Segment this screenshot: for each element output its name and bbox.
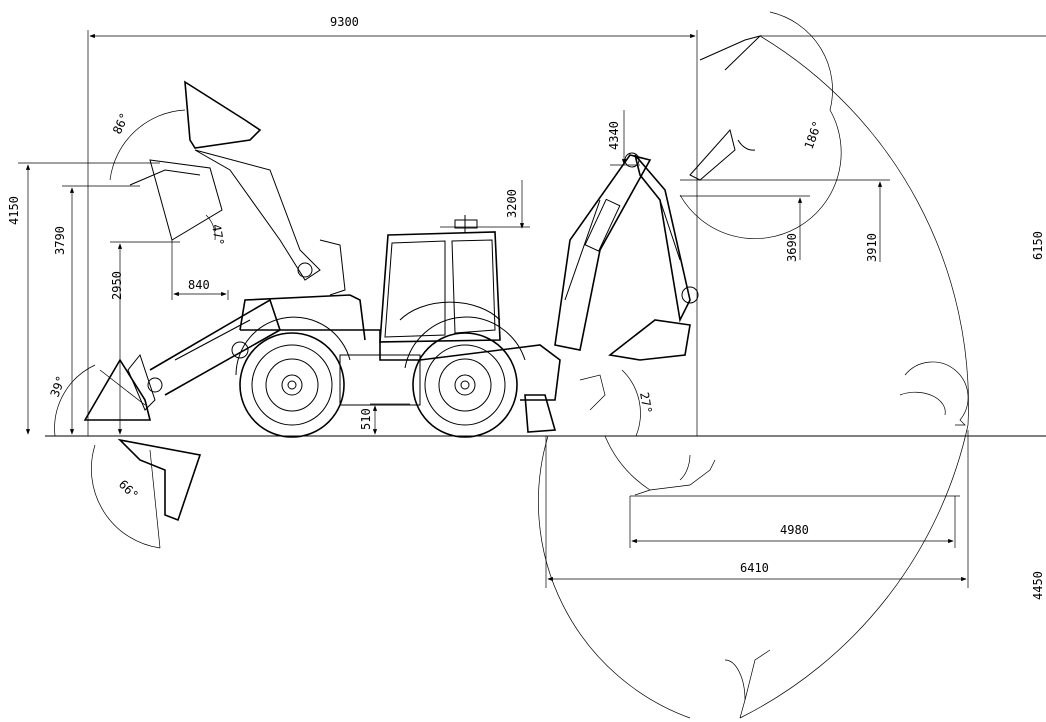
dig-arc-small	[604, 435, 651, 491]
angle-86-label: 86°	[110, 111, 132, 137]
bucket-arc-186	[679, 11, 842, 240]
backhoe-loader-machine	[83, 35, 969, 719]
loader-bucket-line	[99, 369, 146, 406]
front-fender	[404, 316, 526, 369]
stabiliser-foot	[524, 394, 557, 433]
loader-bucket-ground	[83, 358, 152, 421]
cab	[379, 215, 501, 343]
dim-6150-label: 6150	[1031, 231, 1045, 260]
backhoe-swing-curve	[579, 374, 606, 411]
angle-39-label: 39°	[48, 374, 69, 399]
bucket-ghost-right	[904, 361, 969, 426]
dim-loader-reach: 840	[171, 240, 229, 300]
dim-dig-reach-ground: 4980	[629, 495, 960, 548]
dim-overall-length: 9300	[87, 15, 698, 436]
loader-bucket-dump	[117, 438, 202, 522]
dig-arc-upper	[759, 35, 969, 426]
dim-3910-label: 3910	[865, 233, 879, 262]
dim-4150-label: 4150	[7, 196, 21, 225]
bucket-ghost-ground-2	[679, 454, 691, 481]
dim-overall-length-label: 9300	[330, 15, 359, 29]
backhoe-bucket	[608, 319, 691, 361]
dim-backhoe-total-height: 6150	[1031, 231, 1045, 260]
dim-3200-label: 3200	[505, 189, 519, 218]
dim-4450-label: 4450	[1031, 571, 1045, 600]
bucket-curve-1	[737, 139, 756, 151]
angle-47-label: 47°	[209, 223, 227, 247]
bucket-ghost-bottom-2	[724, 659, 746, 701]
front-wheel	[412, 332, 518, 438]
dim-6410-label: 6410	[740, 561, 769, 575]
dim-loader-hinge-height: 4150	[7, 162, 160, 435]
dim-840-label: 840	[188, 278, 210, 292]
engine-hood	[239, 294, 366, 341]
bucket-ghost-bottom	[739, 649, 771, 719]
backhoe-bucket-top	[689, 128, 736, 181]
dim-cab-height: 3200	[440, 180, 530, 229]
angle-27-label: 27°	[637, 391, 655, 415]
bucket-ghost-right-2	[899, 391, 946, 416]
dim-backhoe-max-height: 3910	[680, 179, 890, 262]
dim-dig-depth: 4450	[1031, 571, 1045, 600]
dim-ground-clearance: 510	[359, 403, 410, 435]
dim-2950-label: 2950	[110, 271, 124, 300]
dim-510-label: 510	[359, 408, 373, 430]
dim-loader-clearance: 2950	[110, 241, 180, 435]
rear-wheel	[239, 332, 345, 438]
dim-loader-dump-height: 3790	[53, 185, 140, 435]
angle-66-label: 66°	[116, 477, 141, 502]
chassis	[240, 329, 561, 401]
loader-bucket-raised	[129, 80, 346, 296]
dump-bucket-line	[149, 449, 161, 549]
dim-backhoe-load-height: 3690	[680, 195, 810, 262]
dim-4340-label: 4340	[607, 121, 621, 150]
dim-backhoe-height: 4340	[607, 110, 640, 166]
loader-arm	[127, 298, 281, 411]
center-frame	[339, 354, 421, 406]
dim-3790-label: 3790	[53, 226, 67, 255]
backhoe-boom	[554, 152, 652, 351]
dim-dig-reach-max: 6410	[545, 430, 969, 588]
backhoe-bucket-upper	[699, 35, 762, 71]
angle-186-label: 186°	[802, 119, 825, 151]
backhoe-dipper	[634, 154, 699, 323]
dig-arc-inner	[538, 435, 691, 719]
dim-3690-label: 3690	[785, 233, 799, 262]
dig-arc-lower	[739, 424, 969, 719]
bucket-ghost-ground	[634, 459, 716, 496]
dim-4980-label: 4980	[780, 523, 809, 537]
